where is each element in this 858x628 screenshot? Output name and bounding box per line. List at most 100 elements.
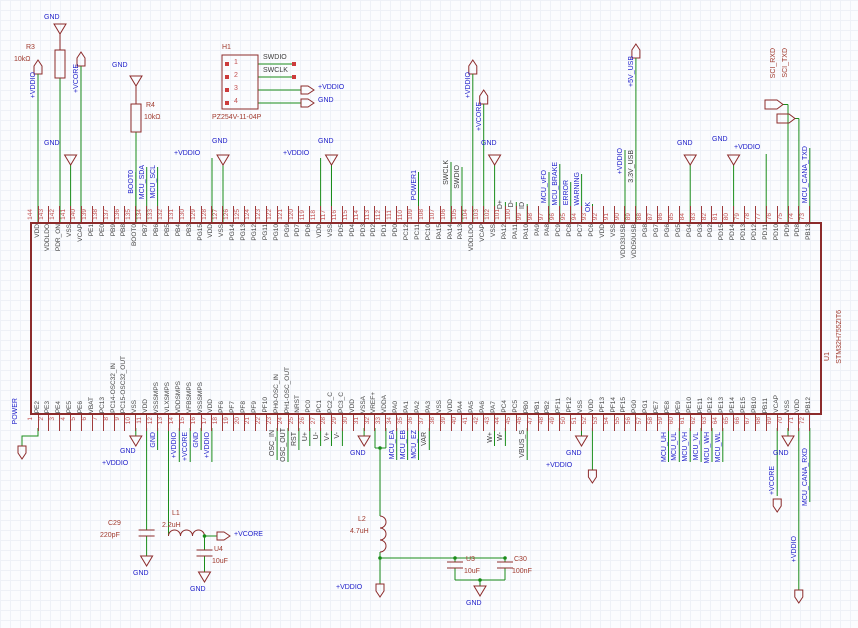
- pin-name: PD14: [729, 224, 737, 241]
- pin-lead: [526, 415, 528, 431]
- capacitor-c30: [497, 561, 513, 569]
- pin-lead: [689, 415, 691, 431]
- pin-number: 21: [244, 417, 252, 425]
- net-label: MCU_CANA_TXD: [801, 146, 809, 204]
- pin-name: PB0: [522, 400, 530, 413]
- pin-name: VSS: [609, 224, 617, 238]
- pin-name: PD4: [348, 224, 356, 237]
- pin-number: 63: [700, 417, 708, 425]
- pin-number: 135: [124, 209, 132, 220]
- pin-lead: [744, 415, 746, 431]
- pin-number: 32: [363, 417, 371, 425]
- pin-lead: [211, 415, 213, 431]
- pin-name: PF11: [555, 397, 563, 413]
- pin-name: VREF+: [370, 391, 378, 413]
- pin-lead: [341, 415, 343, 431]
- net-label: 10uF: [464, 568, 480, 575]
- net-label: GND: [44, 14, 60, 21]
- pin-number: 30: [342, 417, 350, 425]
- pin-name: PA5: [468, 401, 476, 413]
- net-label: MCU_vFO: [541, 170, 548, 204]
- pin-name: PB5: [163, 224, 171, 237]
- pin-number: 60: [668, 417, 676, 425]
- pin-lead: [363, 206, 365, 222]
- pin-number: 20: [233, 417, 241, 425]
- pin-name: BOOT0: [131, 224, 139, 247]
- pin-lead: [396, 206, 398, 222]
- pin-lead: [591, 415, 593, 431]
- pin-lead: [200, 206, 202, 222]
- pin-lead: [233, 415, 235, 431]
- pin-lead: [646, 415, 648, 431]
- gnd-symbol: [53, 23, 67, 35]
- pin-lead: [91, 415, 93, 431]
- pin-name: VSS: [577, 399, 584, 413]
- pin-lead: [591, 206, 593, 222]
- pin-lead: [515, 206, 517, 222]
- pin-number: 102: [483, 209, 491, 220]
- pin-lead: [330, 206, 332, 222]
- net-label: MCU_UL: [671, 432, 679, 461]
- net-label: MCU_WH: [704, 432, 711, 464]
- pin-name: PE14: [729, 397, 737, 413]
- pin-name: PF10: [261, 397, 269, 413]
- pin-lead: [776, 206, 778, 222]
- net-label: 10uF: [212, 558, 228, 565]
- pin-number: 82: [700, 212, 708, 220]
- pin-lead: [678, 415, 680, 431]
- net-label: POWER1: [410, 170, 418, 201]
- pin-number: 84: [679, 212, 687, 220]
- pin-lead: [798, 415, 800, 431]
- pin-name: VDD: [446, 399, 454, 413]
- ic-stm32h755-body[interactable]: [30, 222, 822, 415]
- net-label: MCU_SDA: [138, 165, 146, 200]
- pin-name: PF8: [240, 401, 248, 413]
- net-label: U+: [301, 432, 309, 442]
- pin-name: PE11: [696, 397, 704, 413]
- pin-lead: [276, 415, 278, 431]
- pin-lead: [200, 415, 202, 431]
- pin-lead: [146, 206, 148, 222]
- pin-lead: [570, 415, 572, 431]
- pin-number: 14: [168, 417, 176, 425]
- pin-lead: [765, 206, 767, 222]
- pin-number: 125: [233, 209, 241, 220]
- net-label: MCU_VL: [693, 432, 701, 461]
- pin-number: 5: [70, 417, 78, 421]
- pin-number: 58: [646, 417, 654, 425]
- pin-number: 31: [353, 417, 361, 425]
- pin-lead: [363, 415, 365, 431]
- net-label: MCU_SCL: [149, 165, 157, 199]
- pin-number: 22: [255, 417, 263, 425]
- net-label: WARNING: [573, 172, 581, 206]
- pin-number: 101: [494, 209, 502, 220]
- net-label: SCI_TXD: [782, 48, 789, 78]
- net-label: +VDDIO: [734, 144, 761, 151]
- pin-lead: [657, 415, 659, 431]
- pin-lead: [559, 206, 561, 222]
- pin-name: PF9: [250, 401, 258, 413]
- pin-name: VDDSMPS: [174, 380, 182, 413]
- net-label: GND: [120, 448, 136, 455]
- pin-name: VDD: [33, 224, 41, 238]
- pin-lead: [504, 206, 506, 222]
- symbol-layer: [17, 23, 804, 604]
- gnd-symbol: [139, 555, 154, 567]
- net-label: R3: [26, 44, 35, 51]
- pin-lead: [178, 415, 180, 431]
- pin-number: 130: [179, 209, 187, 220]
- pin-name: VSS: [490, 224, 498, 238]
- pin-name: PG6: [663, 224, 671, 238]
- power-flag: [772, 498, 782, 513]
- pin-name: PA0: [392, 401, 400, 413]
- pin-number: 76: [766, 212, 774, 220]
- pin-name: PA12: [500, 224, 508, 240]
- pin-name: PF15: [620, 397, 628, 413]
- pin-lead: [428, 415, 430, 431]
- pin-number: 41: [461, 417, 469, 425]
- pin-name: PE10: [685, 397, 693, 413]
- pin-name: PB12: [805, 397, 813, 413]
- pin-number: 38: [429, 417, 437, 425]
- pin-lead: [809, 206, 811, 222]
